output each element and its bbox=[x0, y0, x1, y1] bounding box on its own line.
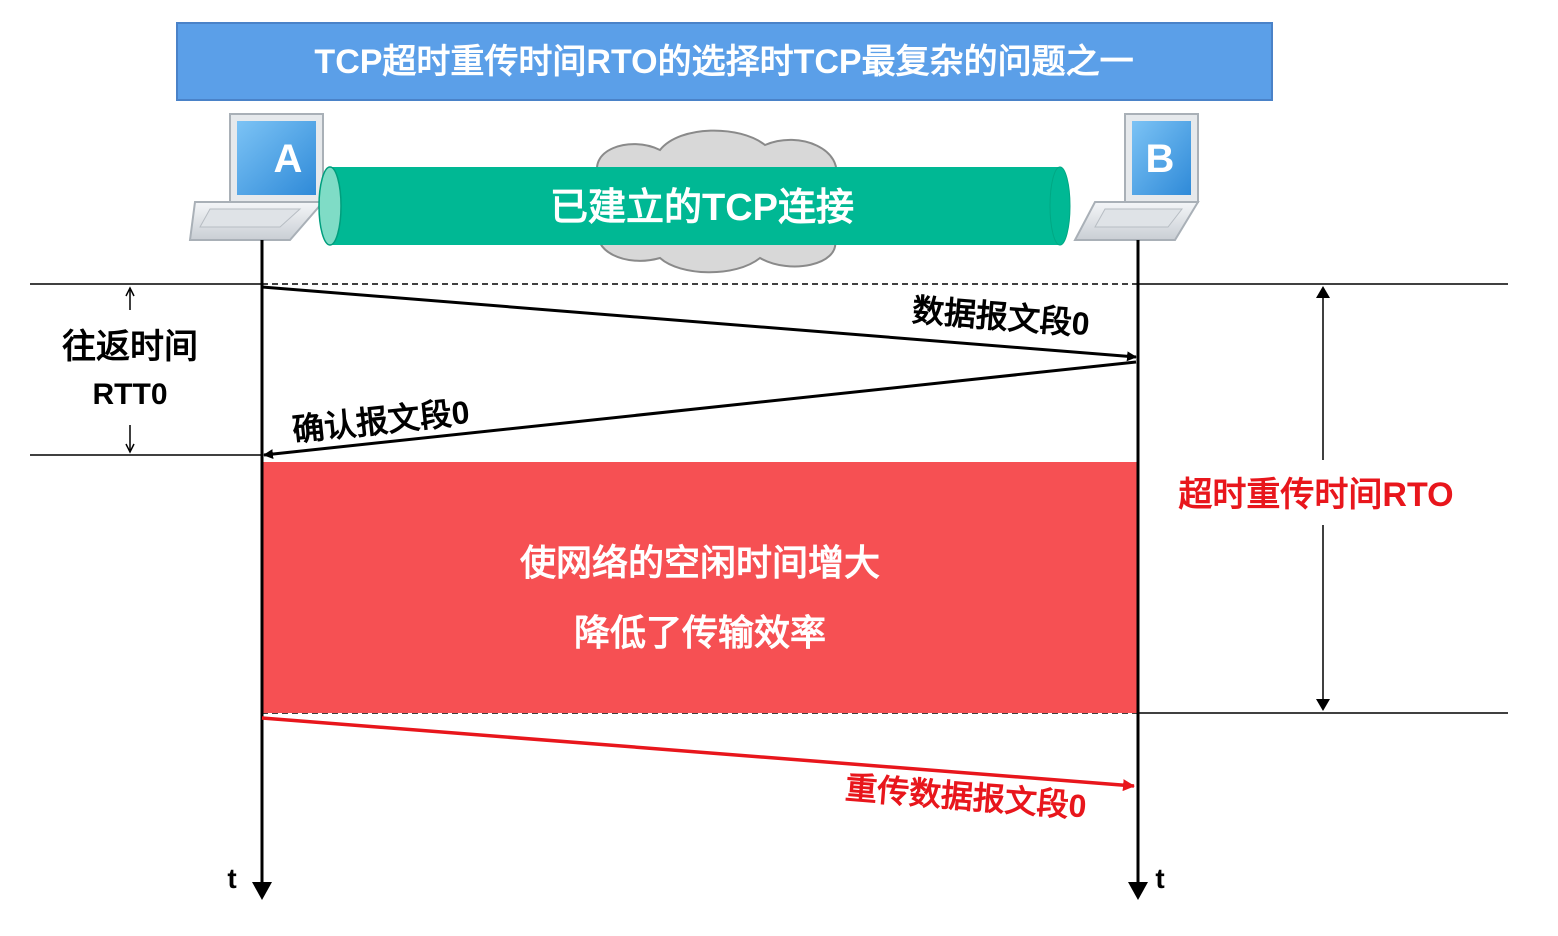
header-title: TCP超时重传时间RTO的选择时TCP最复杂的问题之一 bbox=[314, 43, 1133, 81]
ack-segment-label: 确认报文段0 bbox=[291, 394, 472, 448]
data-segment-arrow bbox=[261, 285, 1137, 362]
retransmit-arrow bbox=[261, 716, 1135, 792]
laptop-icon bbox=[1073, 113, 1200, 241]
timeline-a-arrowhead bbox=[252, 882, 272, 900]
rto-label: 超时重传时间RTO bbox=[1178, 476, 1453, 514]
data-segment-label: 数据报文段0 bbox=[911, 292, 1091, 342]
idle-time-box: 使网络的空闲时间增大 降低了传输效率 bbox=[262, 462, 1138, 713]
timeline-b-arrowhead bbox=[1128, 882, 1148, 900]
rtt-measurement: 往返时间 RTT0 bbox=[62, 286, 198, 454]
connection-label: 已建立的TCP连接 bbox=[550, 187, 854, 229]
ack-segment-arrow bbox=[263, 360, 1137, 460]
time-axis-left-label: t bbox=[227, 863, 236, 894]
rtt-label-line1: 往返时间 bbox=[62, 328, 198, 366]
host-b-label: B bbox=[1146, 137, 1175, 181]
header-background bbox=[176, 22, 1273, 101]
idle-box-line1: 使网络的空闲时间增大 bbox=[520, 542, 880, 583]
idle-box-line2: 降低了传输效率 bbox=[574, 612, 826, 653]
host-a-label: A bbox=[274, 137, 303, 181]
header-banner: TCP超时重传时间RTO的选择时TCP最复杂的问题之一 bbox=[176, 22, 1273, 101]
rtt-label-line2: RTT0 bbox=[93, 378, 168, 411]
time-axis-right-label: t bbox=[1155, 863, 1164, 894]
rto-measurement: 超时重传时间RTO bbox=[1178, 286, 1454, 711]
tcp-connection-pipe: 已建立的TCP连接 bbox=[318, 166, 1071, 246]
laptop-icon bbox=[188, 113, 326, 241]
